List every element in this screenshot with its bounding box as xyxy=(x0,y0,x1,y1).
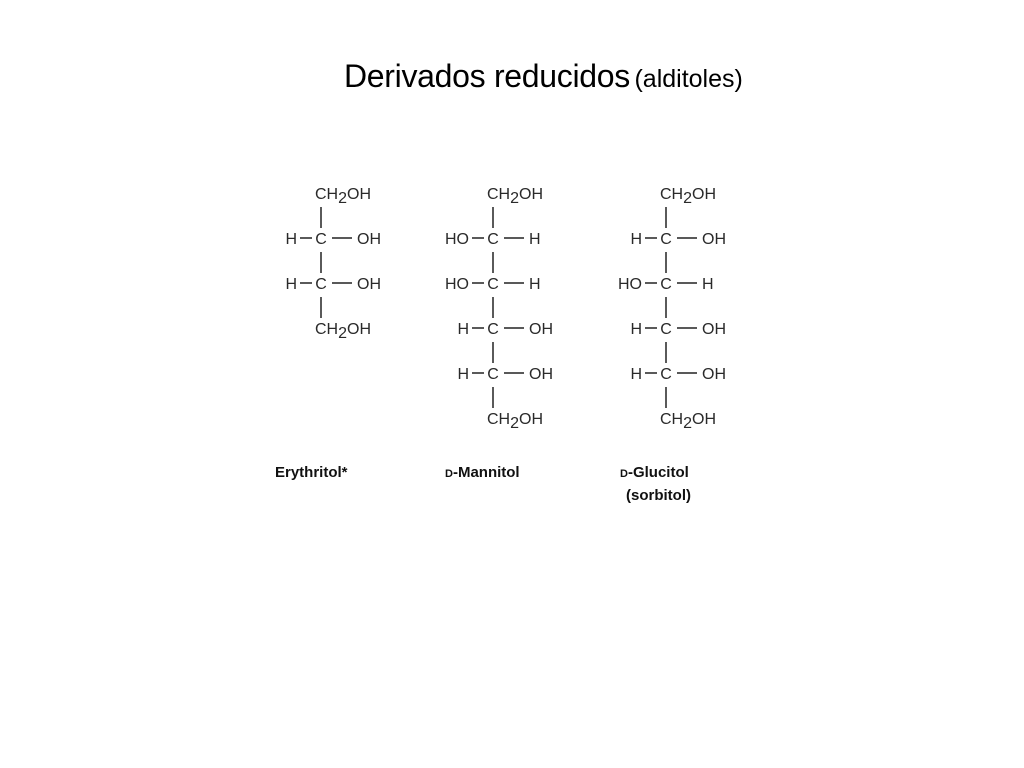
compound-name-sorbitol: (sorbitol) xyxy=(626,487,691,504)
substituent-right: OH xyxy=(702,321,726,338)
carbon-atom: C xyxy=(660,366,672,383)
compound-name-mannitol: D-Mannitol xyxy=(445,464,520,481)
group-ch2oh-bottom: CH2OH xyxy=(660,411,716,432)
substituent-left: H xyxy=(630,321,642,338)
substituent-right: OH xyxy=(529,366,553,383)
substituent-left: HO xyxy=(445,276,469,293)
substituent-left: H xyxy=(285,276,297,293)
compound-name-glucitol: D-Glucitol (sorbitol) xyxy=(620,462,691,507)
carbon-atom: C xyxy=(487,231,499,248)
group-ch2oh-bottom: CH2OH xyxy=(315,321,371,342)
carbon-atom: C xyxy=(315,276,327,293)
carbon-atom: C xyxy=(660,276,672,293)
carbon-atom: C xyxy=(487,321,499,338)
substituent-right: OH xyxy=(357,231,381,248)
substituent-left: H xyxy=(285,231,297,248)
substituent-right: OH xyxy=(357,276,381,293)
carbon-atom: C xyxy=(487,276,499,293)
substituent-left: H xyxy=(457,366,469,383)
carbon-atom: C xyxy=(315,231,327,248)
substituent-left: HO xyxy=(618,276,642,293)
substituent-left: H xyxy=(630,366,642,383)
d-prefix: D xyxy=(445,468,453,480)
group-ch2oh-top: CH2OH xyxy=(660,186,716,207)
substituent-right: H xyxy=(529,276,541,293)
carbon-atom: C xyxy=(487,366,499,383)
title-subtitle: (alditoles) xyxy=(634,65,743,93)
substituent-right: H xyxy=(529,231,541,248)
substituent-right: OH xyxy=(529,321,553,338)
group-ch2oh-top: CH2OH xyxy=(315,186,371,207)
substituent-right: OH xyxy=(702,231,726,248)
carbon-atom: C xyxy=(660,231,672,248)
d-prefix: D xyxy=(620,468,628,480)
substituent-right: H xyxy=(702,276,714,293)
slide-title: Derivados reducidos (alditoles) xyxy=(344,58,743,95)
substituent-right: OH xyxy=(702,366,726,383)
group-ch2oh-bottom: CH2OH xyxy=(487,411,543,432)
substituent-left: HO xyxy=(445,231,469,248)
compound-name-erythritol: Erythritol* xyxy=(275,464,348,481)
substituent-left: H xyxy=(630,231,642,248)
title-main: Derivados reducidos xyxy=(344,58,631,94)
carbon-atom: C xyxy=(660,321,672,338)
substituent-left: H xyxy=(457,321,469,338)
group-ch2oh-top: CH2OH xyxy=(487,186,543,207)
